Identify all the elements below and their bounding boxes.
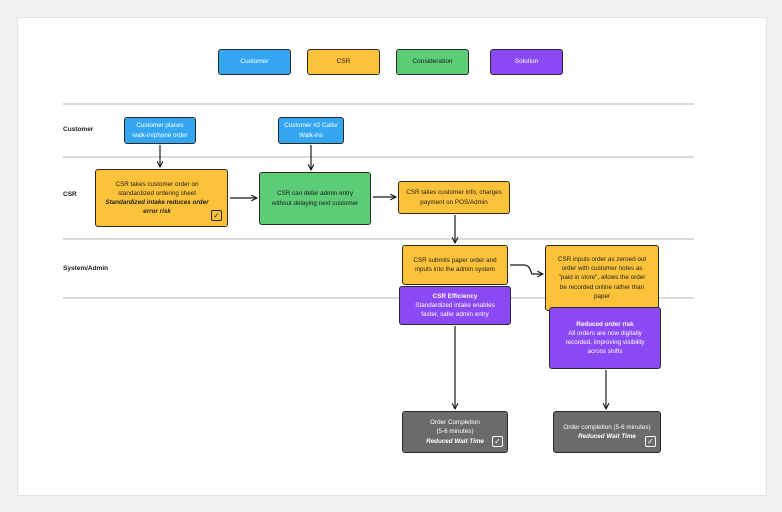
node-text-emphasis: Standardized intake reduces order — [105, 199, 209, 206]
node-csr-takes-order: CSR takes customer order on standardized… — [95, 169, 228, 227]
node-order-completion-1: Order Completion (5-6 minutes) Reduced W… — [402, 411, 508, 453]
node-text: CSR inputs order as zeroed out — [557, 256, 647, 264]
checkmark-icon: ✓ — [492, 436, 503, 447]
node-title: CSR Efficiency — [432, 292, 478, 300]
lane-divider-customer — [63, 156, 694, 158]
node-csr-defer-entry: CSR can defer admin entry without delayi… — [259, 172, 371, 225]
node-text: faster, safer admin entry — [421, 311, 489, 319]
legend-consideration: Consideration — [396, 49, 469, 75]
node-text-emphasis: error risk — [143, 208, 171, 216]
arrow-submit-to-zeroed — [510, 264, 543, 274]
node-text: without delaying next customer — [271, 199, 359, 207]
node-text: Walk-ins — [299, 131, 323, 139]
legend-consideration-label: Consideration — [412, 58, 453, 66]
node-text: walk-in/phone order — [132, 131, 188, 139]
node-text: All orders are now digitally — [568, 329, 642, 337]
checkmark-icon: ✓ — [645, 436, 656, 447]
lane-label-csr: CSR — [63, 191, 77, 198]
node-text: across shifts — [587, 348, 623, 356]
node-text: CSR can defer admin entry — [277, 190, 353, 198]
lane-label-system: System/Admin — [63, 265, 109, 272]
node-text-emphasis: Reduced Wait Time — [578, 433, 636, 440]
node-text: recorded, improving visibility — [565, 339, 645, 346]
node-order-completion-2: Order completion (5-6 minutes) Reduced W… — [553, 411, 661, 453]
node-csr-submits-paper: CSR submits paper order and inputs into … — [402, 245, 508, 285]
lane-label-customer: Customer — [63, 126, 94, 133]
node-text: Order completion (5-6 minutes) — [563, 423, 651, 431]
node-csr-charges-payment: CSR takes customer info, charges payment… — [398, 181, 510, 214]
legend-csr: CSR — [307, 49, 380, 75]
node-customer-2-calls: Customer #2 Calls/ Walk-ins — [278, 117, 344, 144]
node-text: paper — [593, 292, 611, 300]
legend-csr-label: CSR — [336, 58, 351, 66]
node-text: CSR takes customer order on — [115, 180, 199, 188]
node-csr-inputs-zeroed: CSR inputs order as zeroed out order wit… — [545, 245, 659, 311]
checkmark-icon: ✓ — [211, 210, 222, 221]
node-reduced-order-risk: Reduced order risk All orders are now di… — [549, 307, 661, 369]
node-text: be recorded online rather than — [559, 283, 645, 291]
node-text-emphasis: Reduced Wait Time — [426, 437, 484, 445]
legend-customer-label: Customer — [240, 58, 269, 66]
node-text: "paid in store", allows the order — [558, 274, 646, 282]
node-text: Customer #2 Calls/ — [284, 122, 338, 130]
node-title: Reduced order risk — [576, 320, 634, 328]
legend-solution: Solution — [490, 49, 563, 75]
node-text: payment on POS/Admin — [420, 198, 488, 206]
node-text: Standardized intake enables — [415, 301, 495, 309]
node-text: order with customer notes as — [561, 265, 643, 273]
lane-divider-top — [63, 103, 694, 105]
node-text: (5-6 minutes) — [436, 428, 474, 436]
legend-solution-label: Solution — [514, 58, 539, 66]
node-text: Order Completion — [430, 419, 480, 427]
lane-divider-system — [63, 297, 694, 299]
lane-divider-csr — [63, 238, 694, 240]
node-csr-efficiency: CSR Efficiency Standardized intake enabl… — [399, 286, 511, 325]
node-text: standardized ordering sheet — [117, 189, 197, 197]
node-text: Customer places — [136, 122, 184, 130]
node-customer-places-order: Customer places walk-in/phone order — [124, 117, 196, 144]
legend-customer: Customer — [218, 49, 291, 75]
node-text: inputs into the admin system — [415, 266, 495, 273]
node-text: CSR submits paper order and — [413, 256, 497, 264]
node-text: CSR takes customer info, charges — [406, 189, 502, 197]
